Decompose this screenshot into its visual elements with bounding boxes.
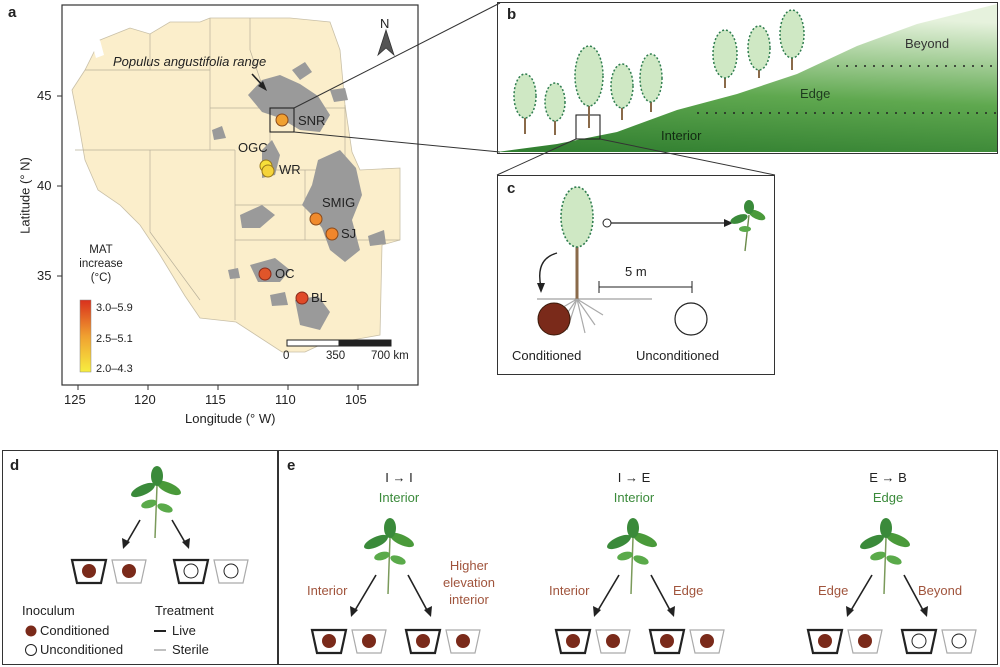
legend-tick-low: 2.0–4.3 (96, 363, 133, 375)
e2-origin: Interior (613, 490, 655, 505)
e2-right-dest: Edge (673, 583, 704, 598)
x-tick-115: 115 (205, 392, 226, 407)
e1-right-line2: elevation (442, 575, 496, 590)
treatment-title: Treatment (155, 603, 214, 618)
e3-left-dest: Edge (818, 583, 849, 598)
seedling-d (131, 466, 181, 539)
species-range (212, 62, 386, 330)
panel-a-map (57, 4, 419, 390)
site-oc (258, 267, 272, 281)
panel-b-label: b (507, 6, 517, 23)
soil-arrow (537, 283, 545, 293)
site-bl (295, 291, 309, 305)
range-label: Populus angustifolia range (113, 54, 267, 69)
bc-connector-lines (496, 138, 776, 176)
e3-right-dest: Beyond (918, 583, 963, 598)
x-tick-120: 120 (134, 392, 156, 407)
y-tick-40: 40 (37, 178, 52, 193)
panel-b-hillside (497, 4, 997, 152)
legend-title-line3: (°C) (90, 272, 112, 284)
site-label-sj: SJ (341, 226, 357, 241)
panel-a-label: a (8, 4, 17, 21)
scalebar-label-350: 350 (326, 350, 346, 362)
panel-d-illustration (25, 466, 249, 656)
panel-d-label: d (10, 457, 20, 474)
site-label-snr: SNR (298, 113, 326, 128)
e3-origin: Edge (872, 490, 904, 505)
site-label-bl: BL (311, 290, 327, 305)
seedling-e-3 (857, 517, 913, 595)
site-smig (309, 212, 323, 226)
y-tick-35: 35 (37, 268, 52, 283)
parent-tree (552, 186, 604, 334)
puget-sound (92, 40, 104, 58)
zone-label-beyond: Beyond (905, 36, 950, 51)
site-label-oc: OC (275, 266, 295, 281)
x-tick-105: 105 (345, 392, 367, 407)
conditioned-label: Conditioned (512, 348, 582, 363)
cottonwood-trees (513, 9, 805, 135)
seedling-c (730, 200, 766, 252)
e1-left-dest: Interior (307, 583, 348, 598)
e2-left-dest: Interior (549, 583, 590, 598)
seedling-e-1 (361, 517, 417, 595)
unconditioned-label: Unconditioned (636, 348, 720, 363)
distance-label: 5 m (625, 264, 647, 279)
legend-live-label: Live (172, 623, 196, 638)
site-label-ogc: OGC (238, 140, 268, 155)
unconditioned-soil-circle (674, 302, 708, 336)
zone-label-edge: Edge (800, 86, 831, 101)
panel-e-illustration (310, 517, 977, 655)
legend-conditioned-label: Conditioned (40, 623, 110, 638)
scalebar-black (338, 339, 392, 347)
scalebar-label-0: 0 (283, 350, 290, 362)
panel-c-frame (497, 175, 775, 375)
e1-code: I → I (385, 470, 413, 485)
x-axis-label: Longitude (° W) (185, 411, 276, 426)
e2-code: I → E (617, 470, 651, 485)
legend-title-line2: increase (79, 258, 123, 270)
north-arrow-icon (377, 28, 395, 57)
inoculum-title: Inoculum (22, 603, 75, 618)
axis-ticks (57, 95, 359, 390)
hill-slope (497, 4, 997, 152)
panel-e-label: e (287, 457, 296, 474)
legend-unconditioned-label: Unconditioned (40, 642, 124, 657)
mat-legend-bar (79, 299, 92, 373)
zoom-connector-lines (293, 2, 501, 153)
e1-right-dest: Higher elevation interior (432, 557, 506, 608)
e1-right-line3: interior (449, 592, 489, 607)
snr-inset-box (269, 107, 295, 133)
cutting-point (602, 218, 612, 228)
panel-e-frame (278, 450, 998, 665)
panel-c-label: c (507, 180, 516, 197)
site-sj (325, 227, 339, 241)
panel-c-illustration (537, 186, 766, 336)
legend-tick-high: 3.0–5.9 (96, 302, 133, 314)
mat-legend-title: MAT increase (°C) (72, 243, 130, 285)
panel-d-frame (2, 450, 278, 665)
e1-origin: Interior (378, 490, 420, 505)
legend-unconditioned-dot (25, 644, 37, 656)
site-wr (261, 164, 275, 178)
legend-title-line1: MAT (89, 244, 113, 256)
e3-code: E → B (869, 470, 907, 485)
y-tick-45: 45 (37, 88, 52, 103)
seedling-e-2 (604, 517, 660, 595)
x-tick-110: 110 (275, 392, 296, 407)
scalebar-label-700: 700 km (371, 350, 409, 362)
zone-label-interior: Interior (661, 128, 702, 143)
legend-sterile-label: Sterile (172, 642, 209, 657)
legend-conditioned-dot (25, 625, 37, 637)
legend-tick-mid: 2.5–5.1 (96, 333, 133, 345)
cutting-arrow (724, 219, 733, 227)
conditioned-soil-circle (537, 302, 571, 336)
site-label-smig: SMIG (322, 195, 356, 210)
e1-right-line1: Higher (449, 558, 489, 573)
site-label-wr: WR (279, 162, 301, 177)
panel-b-frame (497, 2, 998, 154)
x-tick-125: 125 (64, 392, 86, 407)
north-label: N (380, 16, 390, 31)
site-snr (275, 113, 289, 127)
